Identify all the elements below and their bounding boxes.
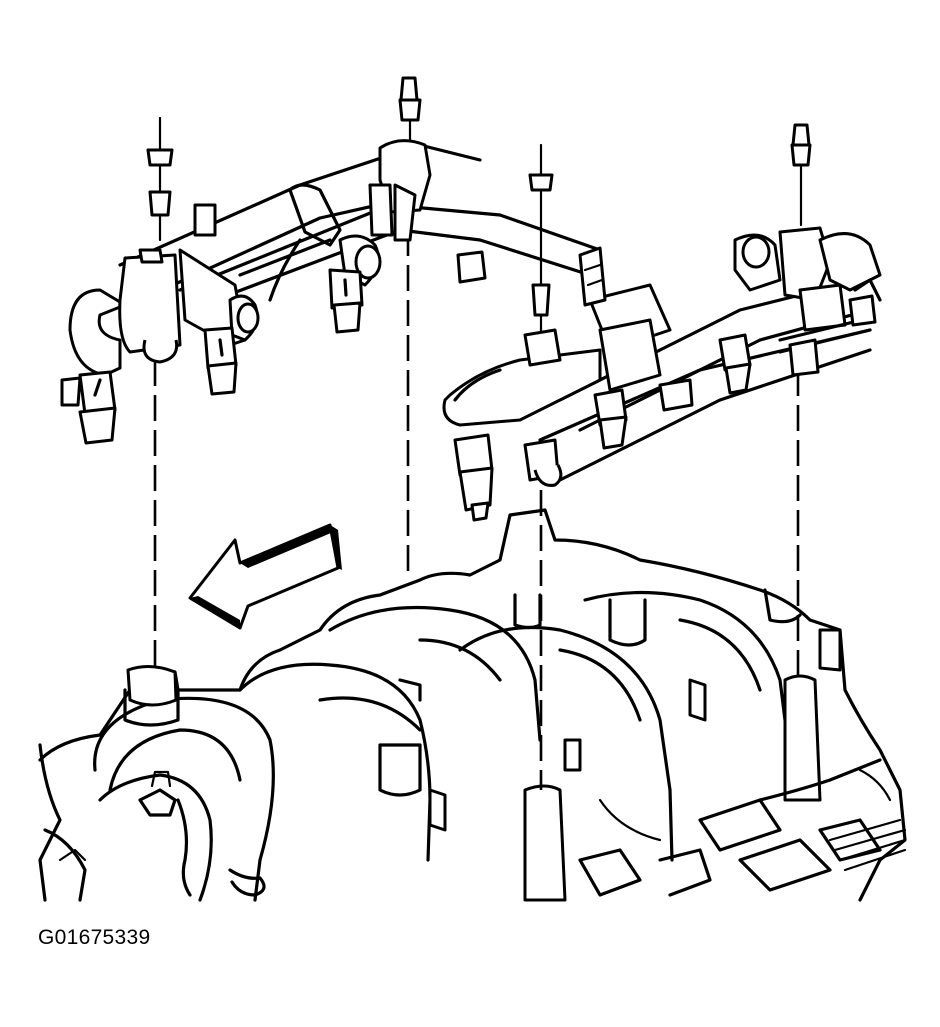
alignment-lines bbox=[153, 230, 800, 790]
fuel-rail-right bbox=[442, 226, 882, 522]
intake-manifold bbox=[38, 508, 907, 902]
fuel-rail-left bbox=[60, 139, 602, 445]
stud-bolts bbox=[146, 76, 812, 342]
figure-id-label: G01675339 bbox=[38, 926, 151, 949]
direction-arrow-icon bbox=[188, 523, 342, 630]
